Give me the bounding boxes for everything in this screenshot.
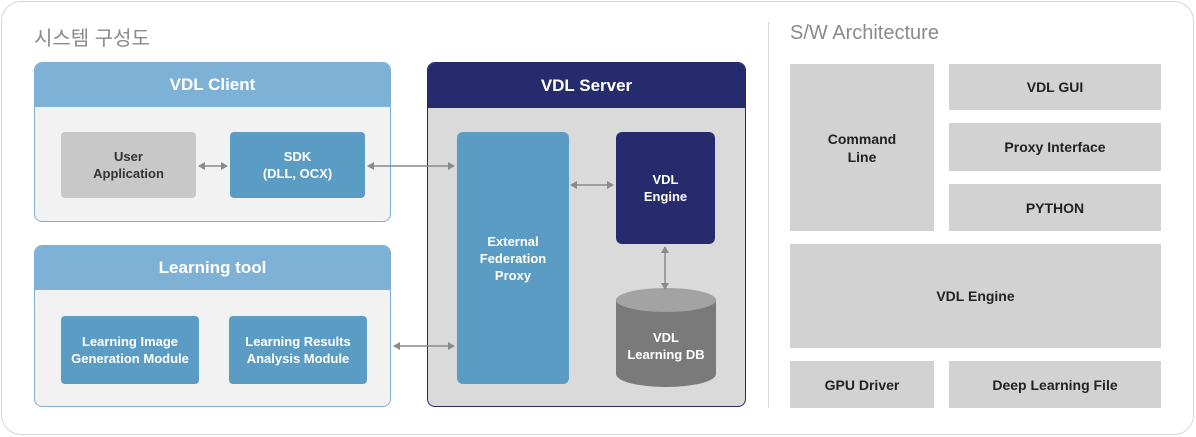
system-title: 시스템 구성도 xyxy=(34,28,150,50)
database-icon xyxy=(616,288,716,387)
image-generation-module-box: Learning Image Generation Module xyxy=(61,316,199,384)
vdl-engine-box: VDL Engine xyxy=(616,132,715,244)
gpu-driver-block: GPU Driver xyxy=(790,361,934,408)
external-federation-proxy-box: External Federation Proxy xyxy=(457,132,569,384)
vdl-engine-block: VDL Engine xyxy=(790,244,1161,348)
command-line-block: Command Line xyxy=(790,64,934,231)
sw-architecture-title: S/W Architecture xyxy=(790,22,939,44)
deep-learning-file-block: Deep Learning File xyxy=(949,361,1161,408)
proxy-interface-block: Proxy Interface xyxy=(949,123,1161,171)
vdl-gui-block: VDL GUI xyxy=(949,64,1161,110)
python-block: PYTHON xyxy=(949,184,1161,231)
vdl-server-header: VDL Server xyxy=(428,63,745,108)
vdl-learning-db-label: VDL Learning DB xyxy=(627,330,705,362)
user-application-box: User Application xyxy=(61,132,196,198)
learning-tool-header: Learning tool xyxy=(35,246,390,290)
results-analysis-module-box: Learning Results Analysis Module xyxy=(229,316,367,384)
sdk-box: SDK (DLL, OCX) xyxy=(230,132,365,198)
vdl-client-header: VDL Client xyxy=(35,63,390,107)
section-divider xyxy=(768,22,769,408)
